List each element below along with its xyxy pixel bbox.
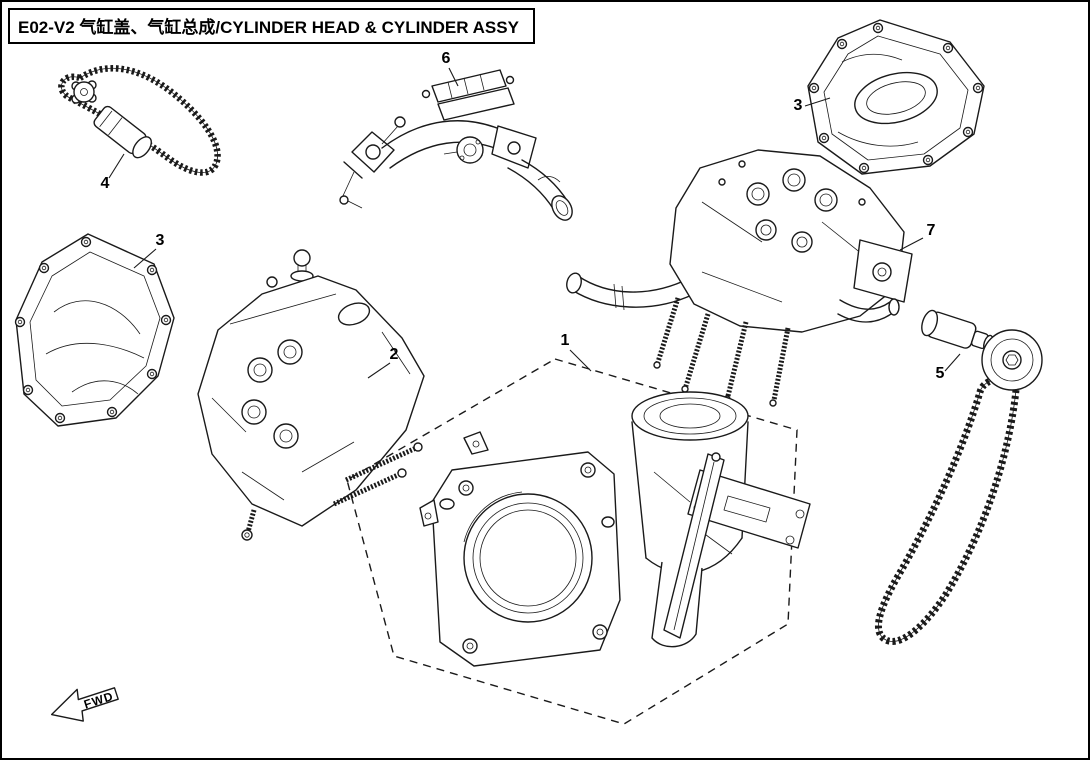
tensioner-body	[93, 105, 152, 159]
part1-dashed-boundary	[346, 358, 798, 725]
cylinder-block-drawing	[419, 431, 621, 667]
cylinder-head-assy-part7-drawing	[566, 149, 913, 407]
callout-2-leader	[367, 362, 391, 379]
valve-springs	[241, 339, 303, 449]
cylinder-jacket-drawing	[631, 391, 811, 648]
callout-numbers: 4 3 6 3 7 2 1 5	[101, 50, 945, 382]
callout-leaders	[108, 67, 961, 379]
fwd-arrow-icon	[50, 687, 119, 722]
cam-chain-part5-drawing	[874, 309, 1043, 645]
valve-cover-left-part3-drawing	[14, 233, 175, 427]
callout-5-leader	[944, 353, 961, 372]
callout-2-label: 2	[390, 346, 399, 363]
valve-cover-left-bolts	[14, 236, 172, 424]
callout-6-label: 6	[442, 50, 451, 67]
callout-1-leader	[569, 349, 592, 372]
head-assy-springs	[718, 160, 866, 253]
callout-4-leader	[108, 153, 125, 179]
callout-3-left-leader	[133, 248, 157, 269]
fwd-label: FWD	[82, 689, 115, 712]
valve-cover-right-part3-drawing	[807, 19, 985, 175]
callout-1-label: 1	[561, 332, 570, 349]
callout-3-right-leader	[804, 97, 831, 107]
callout-7-label: 7	[927, 222, 936, 239]
cam-sprocket	[981, 329, 1043, 391]
callout-6-leader	[448, 67, 459, 87]
callout-5-label: 5	[936, 365, 945, 382]
valve-cover-right-bolts	[808, 22, 984, 174]
chain-guide-drawing	[663, 452, 725, 639]
fwd-direction-marker: FWD	[50, 687, 119, 722]
callout-3-right-label: 3	[794, 97, 803, 114]
callout-4-label: 4	[101, 175, 110, 192]
page-title: E02-V2 气缸盖、气缸总成/CYLINDER HEAD & CYLINDER…	[8, 8, 535, 44]
head-studs	[241, 442, 423, 541]
cylinder-assy-part1-group	[346, 358, 811, 725]
cam-chain-tensioner-part4-drawing	[58, 65, 221, 176]
tensioner-knob	[71, 80, 97, 104]
cylinder-head-part2-drawing	[197, 249, 425, 541]
intake-manifold-part6-drawing	[339, 69, 573, 221]
callout-3-left-label: 3	[156, 232, 165, 249]
callout-7-leader	[899, 237, 924, 251]
